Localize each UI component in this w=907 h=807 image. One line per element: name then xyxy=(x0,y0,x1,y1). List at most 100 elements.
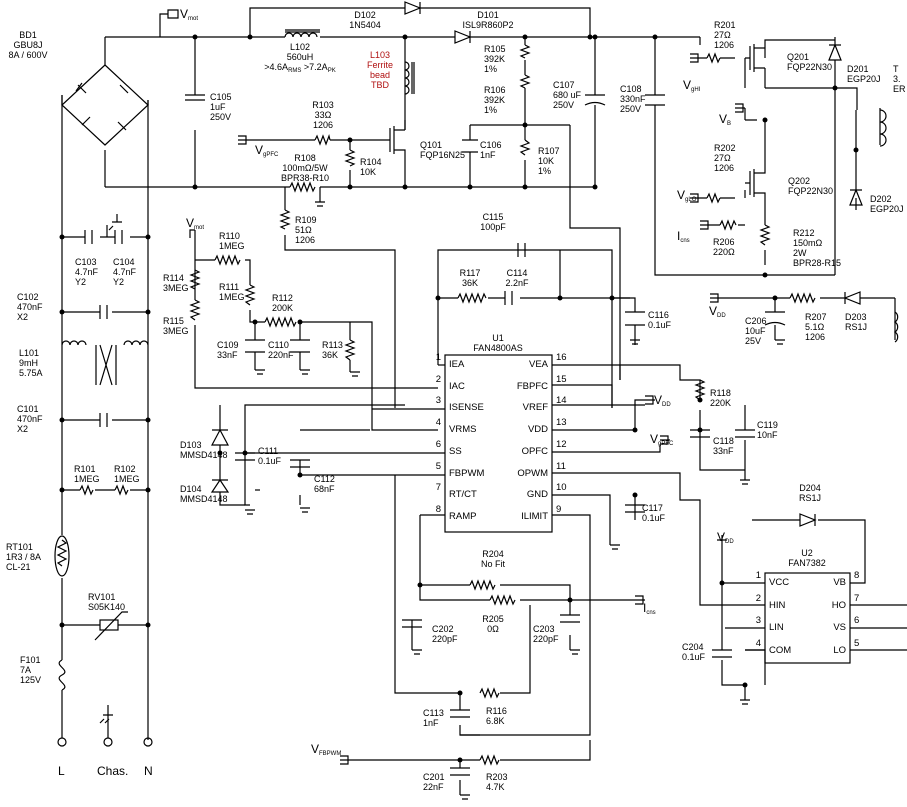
resistor-r101 xyxy=(79,484,94,496)
u1-pin-5-number: 5 xyxy=(435,460,441,472)
u1-pin-15-number: 15 xyxy=(556,373,567,385)
vglo-label: VgLO xyxy=(677,188,697,203)
resistor-r112 xyxy=(264,316,297,328)
u1-pin-3-number: 3 xyxy=(435,395,441,407)
u1-pin-16-name: VEA xyxy=(528,359,548,370)
u1-pin-1-name: IEA xyxy=(449,359,465,370)
u2-pin-7-name: HO xyxy=(831,599,846,611)
inductor-l102 xyxy=(284,32,318,38)
u1-pin-8-name: RAMP xyxy=(449,510,477,522)
u1-pin-8-number: 8 xyxy=(435,503,441,515)
u2-pin-5-number: 5 xyxy=(854,637,860,649)
mosfet-q201 xyxy=(745,44,766,88)
u1-pin-13-number: 13 xyxy=(556,417,567,429)
vgpfc-label: VgPFC xyxy=(255,143,279,158)
diode-d204 xyxy=(799,513,817,527)
fuse-f101 xyxy=(58,659,66,691)
resistor-r203 xyxy=(479,754,500,766)
u2-pin-8-name: VB xyxy=(833,577,846,588)
u1-pin-10-number: 10 xyxy=(556,482,567,494)
diode-d202 xyxy=(849,188,863,206)
diode-d103 xyxy=(211,428,229,446)
u1-pin-4-number: 4 xyxy=(435,417,441,429)
resistor-r110 xyxy=(214,254,241,266)
u1-pin-1-number: 1 xyxy=(435,352,441,363)
diode-d201 xyxy=(828,43,842,61)
u2-pin-8-number: 8 xyxy=(854,570,860,581)
resistor-r102 xyxy=(114,484,129,496)
u2-pin-6-name: VS xyxy=(833,622,846,633)
u1-pin-9-number: 9 xyxy=(556,503,562,515)
u1-pin-5-name: FBPWM xyxy=(449,467,485,479)
u1-pin-11-number: 11 xyxy=(556,460,566,472)
wires xyxy=(61,7,907,795)
diode-d203 xyxy=(843,291,861,305)
vmot-label: Vmot xyxy=(180,7,199,22)
diode-d104 xyxy=(210,478,230,493)
u2-pin-2-name: HIN xyxy=(769,599,786,611)
u2-pin-3-name: LIN xyxy=(769,622,784,633)
thermistor-rt101 xyxy=(54,535,70,577)
u1-pin-9-name: ILIMIT xyxy=(521,510,548,522)
resistor-r204 xyxy=(469,579,496,591)
resistor-r206 xyxy=(719,219,737,231)
u1-pin-2-number: 2 xyxy=(435,373,441,385)
resistor-r201 xyxy=(706,52,721,64)
vdd-label-top: VDD xyxy=(709,304,726,319)
u2-pin-4-name: COM xyxy=(769,644,792,656)
u1-pin-10-name: GND xyxy=(526,489,548,501)
resistor-r107 xyxy=(519,139,531,156)
resistor-r205 xyxy=(489,594,516,606)
diode-d101 xyxy=(454,30,472,44)
u1-pin-6-number: 6 xyxy=(435,438,441,450)
u2-pin-7-number: 7 xyxy=(854,592,860,604)
diode-d102 xyxy=(404,1,422,15)
u2-pin-1-number: 1 xyxy=(755,570,761,581)
icns-label-top: Icns xyxy=(677,229,690,244)
u1-pin-15-name: FBPFC xyxy=(516,380,548,392)
